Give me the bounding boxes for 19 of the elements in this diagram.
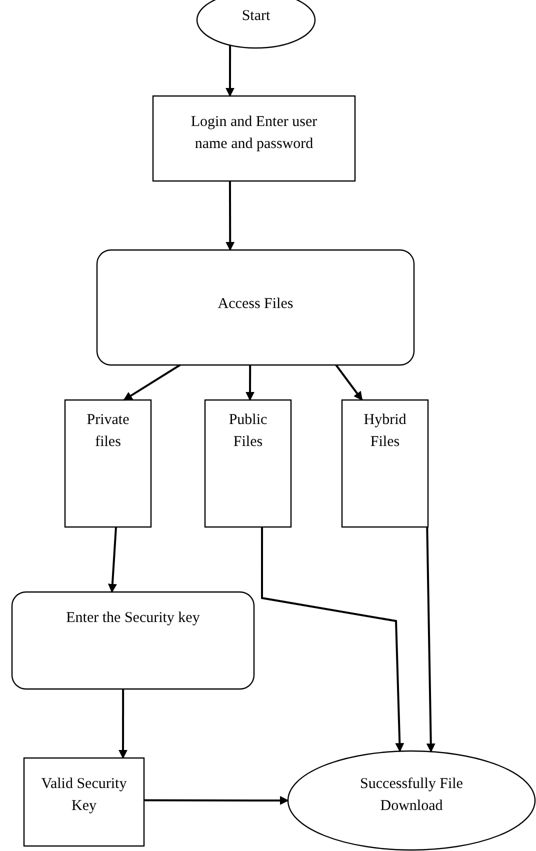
arrow	[123, 364, 181, 401]
node-label: Access Files	[218, 295, 294, 314]
node-label: Enter the Security key	[66, 609, 200, 628]
arrow	[118, 689, 128, 759]
arrow	[335, 364, 363, 401]
node-label: Public Files	[228, 411, 268, 452]
arrow	[144, 796, 289, 805]
node-label: Start	[242, 7, 270, 26]
node-label: Hybrid Files	[362, 411, 408, 452]
arrow	[108, 526, 117, 593]
node-label: Private files	[86, 411, 130, 452]
arrow	[225, 45, 234, 97]
arrow	[261, 527, 404, 752]
arrow	[246, 365, 254, 401]
node-label: Login and Enter user name and password	[190, 113, 318, 154]
arrow	[426, 526, 436, 753]
node-label: Valid Security Key	[40, 775, 128, 816]
node-label: Successfully File Download	[359, 775, 464, 816]
arrow	[226, 181, 235, 251]
